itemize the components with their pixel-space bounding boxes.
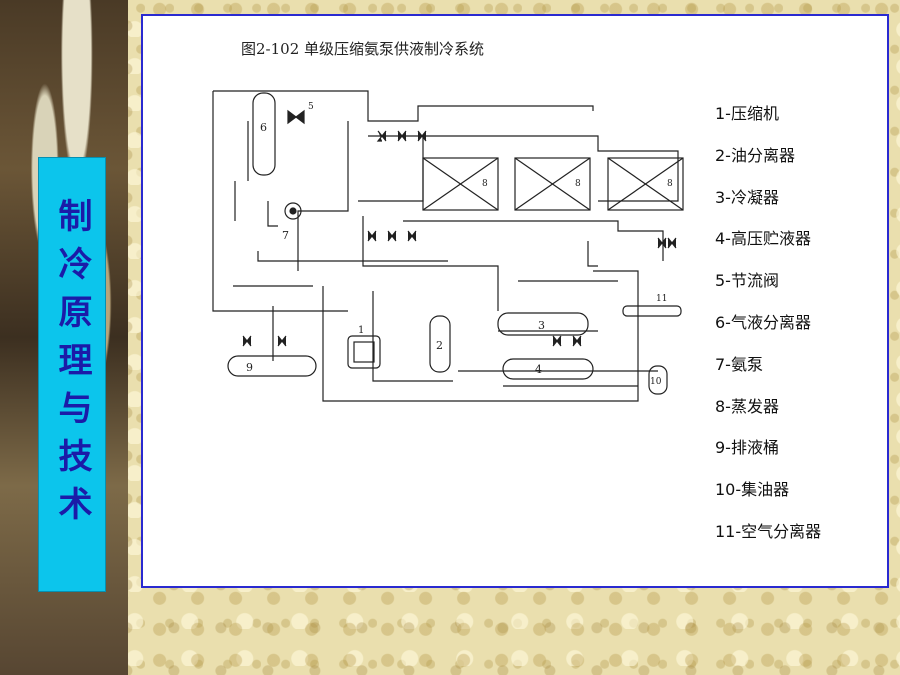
evaporator-1 — [422, 157, 499, 211]
oil-collector-10: 10 — [648, 365, 668, 395]
legend-item: 1-压缩机 — [715, 104, 779, 123]
legend-item: 4-高压贮液器 — [715, 229, 811, 249]
label-5: 5 — [308, 102, 314, 112]
air-separator-11: 11 — [622, 294, 682, 317]
label-8b: 8 — [575, 179, 581, 189]
side-title-bar: 制冷原理与技术 — [38, 157, 106, 592]
legend-item: 3-冷凝器 — [715, 187, 779, 207]
label-11: 11 — [656, 294, 667, 304]
label-10: 10 — [650, 377, 662, 387]
valve-symbols — [242, 130, 677, 347]
compressor-1: 1 — [347, 325, 381, 369]
oil-separator-2: 2 — [429, 315, 451, 373]
ammonia-pump-7: 7 — [282, 202, 302, 242]
legend-item: 9-排液桶 — [715, 438, 779, 458]
content-panel: 图2-102 单级压缩氨泵供液制冷系统 — [141, 14, 889, 588]
label-7: 7 — [282, 229, 289, 242]
label-2: 2 — [436, 339, 443, 352]
label-9: 9 — [246, 361, 253, 374]
piping — [212, 90, 679, 402]
evaporator-2 — [514, 157, 591, 211]
legend-item: 7-氨泵 — [715, 354, 763, 374]
evaporator-8-group: 8 8 8 — [422, 157, 684, 211]
condenser-3: 3 — [497, 312, 589, 336]
high-pressure-receiver-4: 4 — [502, 358, 594, 380]
gas-liquid-separator-6: 6 — [252, 92, 276, 176]
refrigeration-system-diagram: 8 8 8 6 5 7 1 2 — [212, 90, 684, 402]
label-8c: 8 — [667, 179, 673, 189]
legend-item: 11-空气分离器 — [715, 521, 822, 541]
label-4: 4 — [535, 363, 542, 376]
legend-item: 2-油分离器 — [715, 145, 795, 165]
legend-item: 6-气液分离器 — [715, 312, 811, 332]
side-title: 制冷原理与技术 — [52, 198, 92, 534]
label-1: 1 — [358, 325, 364, 336]
label-3: 3 — [538, 319, 545, 332]
drain-tank-9: 9 — [227, 355, 317, 377]
legend-item: 5-节流阀 — [715, 271, 779, 291]
component-legend: 1-压缩机 2-油分离器 3-冷凝器 4-高压贮液器 5-节流阀 6-气液分离器… — [715, 104, 821, 564]
legend-item: 8-蒸发器 — [715, 396, 779, 416]
legend-item: 10-集油器 — [715, 480, 790, 500]
throttle-valve-5: 5 — [287, 102, 314, 125]
label-6: 6 — [260, 121, 267, 134]
figure-title: 图2-102 单级压缩氨泵供液制冷系统 — [241, 40, 485, 58]
evaporator-3 — [607, 157, 684, 211]
label-8a: 8 — [482, 179, 488, 189]
